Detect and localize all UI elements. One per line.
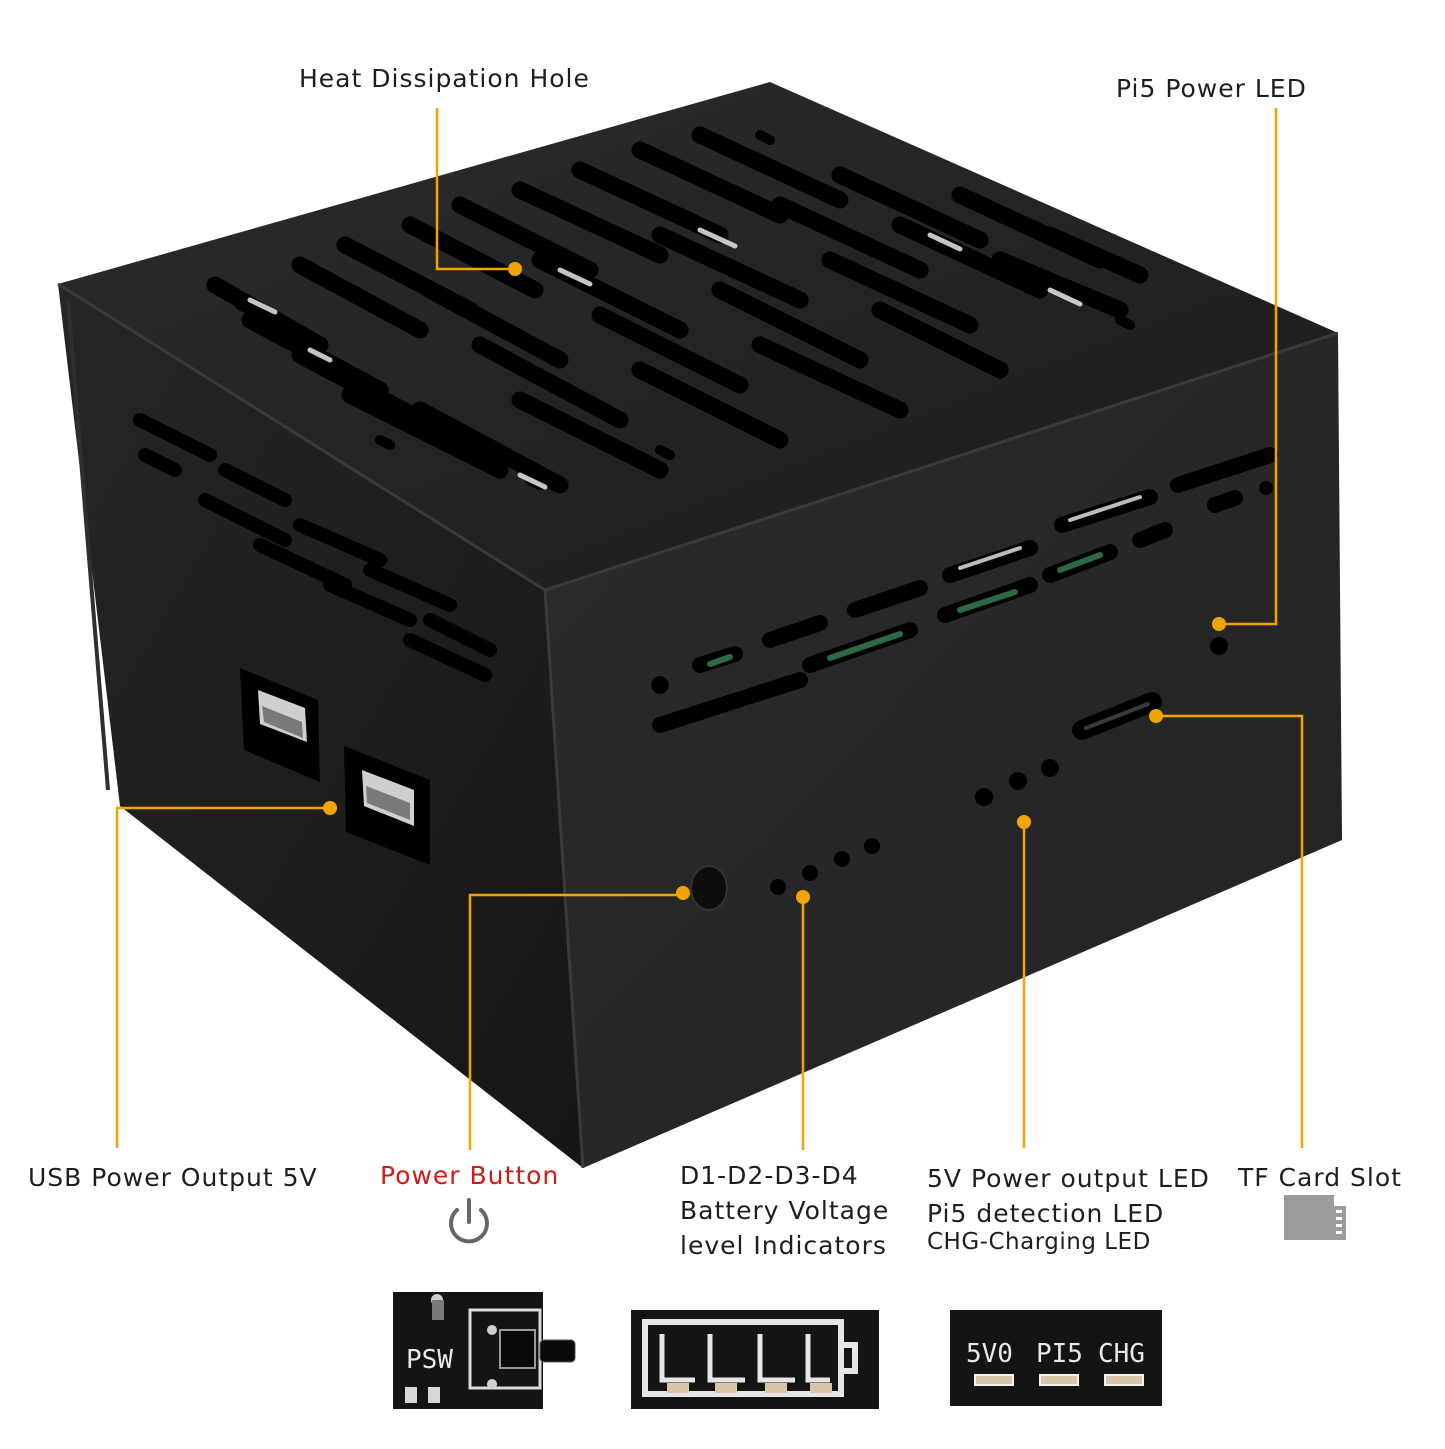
label-tf-card-slot: TF Card Slot <box>1238 1163 1402 1192</box>
usb-ports <box>240 668 430 865</box>
pcb-led-label-pi5: PI5 <box>1036 1339 1083 1369</box>
label-pi5-power-led: Pi5 Power LED <box>1116 74 1307 103</box>
power-icon <box>449 1198 489 1244</box>
case-left-face <box>58 284 583 1168</box>
label-heat-dissipation-hole: Heat Dissipation Hole <box>299 64 590 93</box>
internal-board-glimpses <box>247 227 1083 490</box>
pcb-led-label-5v0: 5V0 <box>966 1339 1013 1369</box>
inset-power-switch: PSW <box>393 1292 576 1409</box>
label-led-line-3: CHG-Charging LED <box>927 1229 1151 1255</box>
front-features <box>690 637 1228 911</box>
heat-dissipation-slots <box>206 126 1149 494</box>
callout-tf <box>1156 714 1304 1148</box>
callout-dots <box>323 262 1226 904</box>
case-top-face <box>58 82 1338 590</box>
label-battery-line-1: D1-D2-D3-D4 <box>680 1161 859 1190</box>
inset-battery-indicator <box>631 1310 879 1409</box>
power-button-knob <box>690 865 728 911</box>
front-vent-board-glimpses <box>707 552 1103 667</box>
callout-usb <box>115 806 330 1148</box>
callout-pi5-led <box>1219 108 1278 626</box>
label-usb-power-output: USB Power Output 5V <box>28 1163 318 1192</box>
label-led-line-1: 5V Power output LED <box>927 1164 1210 1193</box>
label-led-line-2: Pi5 detection LED <box>927 1199 1165 1228</box>
label-battery-line-3: level Indicators <box>680 1231 887 1260</box>
callout-power-button <box>468 893 683 1150</box>
inset-led-indicators: 5V0 PI5 CHG <box>950 1310 1162 1406</box>
left-side-vents <box>133 413 497 682</box>
microsd-card-icon <box>1284 1195 1346 1240</box>
pi5-power-led-hole <box>1210 637 1228 655</box>
pcb-switch-label: PSW <box>406 1345 453 1375</box>
label-power-button: Power Button <box>380 1161 560 1190</box>
label-battery-line-2: Battery Voltage <box>680 1196 890 1225</box>
front-vent-highlights <box>958 495 1142 570</box>
pcb-led-label-chg: CHG <box>1098 1339 1145 1369</box>
callout-lines <box>115 108 1304 1150</box>
callout-heat-hole <box>435 108 515 271</box>
